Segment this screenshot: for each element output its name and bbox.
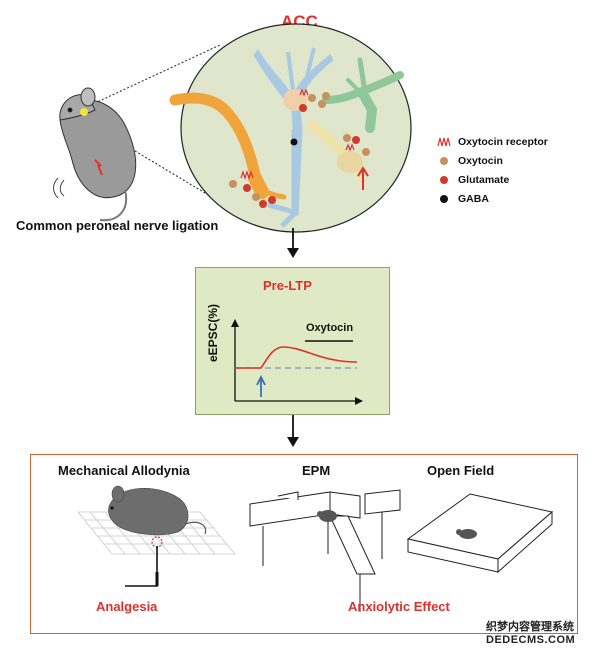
- legend-item-oxytocin: Oxytocin: [437, 155, 503, 167]
- legend-label: Oxytocin: [458, 155, 503, 167]
- arrow-down-1: [287, 228, 299, 258]
- legend-item-gaba: GABA: [437, 193, 489, 205]
- green-neuron: [322, 57, 404, 133]
- orange-neuron: [169, 92, 287, 200]
- pre-ltp-panel: [195, 267, 390, 415]
- yellow-neuron-soma: [337, 151, 363, 173]
- glutamate-dots: [243, 104, 360, 208]
- epm-maze: [249, 489, 401, 612]
- legend: Oxytocin receptor Oxytocin Glutamate GAB…: [437, 136, 587, 216]
- legend-item-glutamate: Glutamate: [437, 174, 509, 186]
- legend-label: Oxytocin receptor: [458, 136, 548, 148]
- epm-mouse: [317, 510, 337, 522]
- watermark-line2: DEDECMS.COM: [486, 634, 576, 646]
- open-field-mouse: [456, 529, 477, 539]
- gaba-dot-icon: [440, 195, 448, 203]
- blue-neuron: [253, 47, 334, 228]
- test-label-epm: EPM: [302, 463, 331, 478]
- open-field-box: [406, 493, 554, 574]
- oxytocin-dots: [229, 92, 370, 201]
- watermark-line1: 织梦内容管理系统: [486, 621, 574, 633]
- oxytocin-bar-label: Oxytocin: [306, 322, 354, 334]
- stimulus-arrow: [256, 374, 266, 397]
- effect-analgesia: Analgesia: [96, 599, 158, 614]
- mouse-illustration: [59, 87, 137, 222]
- receptor-icon: [437, 137, 451, 147]
- pre-ltp-title: Pre-LTP: [263, 278, 312, 293]
- glutamate-dot-icon: [440, 176, 448, 184]
- oxytocin-dot-icon: [440, 157, 448, 165]
- eepsc-trace: [235, 346, 358, 369]
- arrow-down-2: [287, 415, 299, 447]
- oxytocin-receptors: [240, 88, 355, 180]
- legend-label: GABA: [458, 193, 489, 205]
- test-label-mechanical-allodynia: Mechanical Allodynia: [58, 463, 190, 478]
- behavior-illustrations: [77, 485, 554, 612]
- von-frey-filament: [125, 546, 158, 587]
- legend-label: Glutamate: [458, 174, 510, 186]
- increase-arrow: [357, 166, 369, 190]
- test-label-open-field: Open Field: [427, 463, 495, 478]
- eepsc-plot: [231, 319, 363, 405]
- legend-item-oxytocin-receptor: Oxytocin receptor: [437, 136, 548, 148]
- mouse-motion-lines: [53, 177, 65, 199]
- acc-circuit-diagram: [53, 23, 412, 233]
- gaba-dots: [290, 138, 298, 146]
- y-axis-label: eEPSC(%): [206, 303, 220, 362]
- nerve-ligation-caption: Common peroneal nerve ligation: [16, 218, 219, 233]
- allodynia-mouse: [108, 485, 207, 536]
- projection-line-top: [79, 44, 221, 111]
- effect-anxiolytic: Anxiolytic Effect: [348, 599, 450, 614]
